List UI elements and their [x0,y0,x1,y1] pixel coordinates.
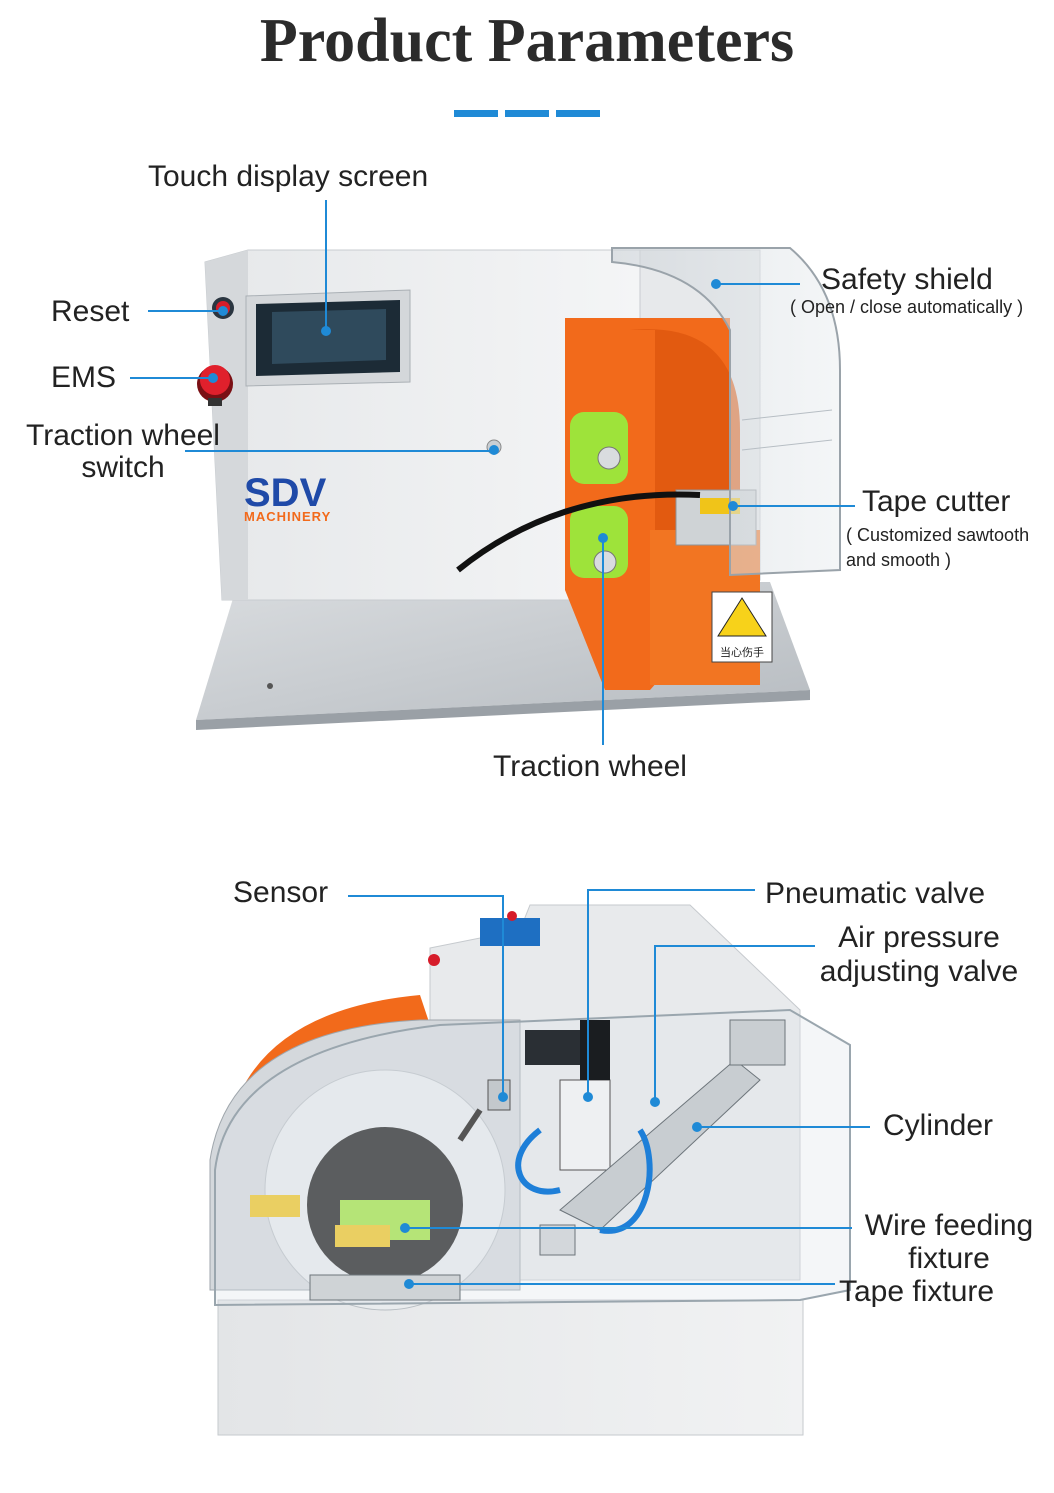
label-tape-fixture: Tape fixture [839,1275,995,1308]
label-tape-cutter: Tape cutter [862,485,1011,518]
label-tape-cutter-note-line1: ( Customized sawtooth [846,525,1030,545]
safety-shield [611,247,841,577]
title-divider-dash [505,110,549,117]
label-wire-feeding-line2: fixture [908,1242,990,1275]
cylinder-body [559,1059,761,1231]
brand-text: SDV [244,471,327,515]
title-divider-dash [454,110,498,117]
label-wire-feeding-line1: Wire feeding [864,1209,1034,1242]
label-touch-display: Touch display screen [148,160,429,193]
brand-sub-text: MACHINERY [244,509,331,524]
base-plate-edge [196,690,810,730]
page-title: Product Parameters [259,7,795,75]
wire [456,491,701,573]
label-traction-wheel: Traction wheel [493,750,687,783]
label-pneumatic-valve: Pneumatic valve [765,877,986,910]
label-safety-shield-note: ( Open / close automatically ) [790,297,1024,317]
label-air-pressure-line1: Air pressure [838,921,1000,954]
label-ems: EMS [51,361,117,394]
label-traction-switch-line1: Traction wheel [26,419,220,452]
label-tape-cutter-note-line2: and smooth ) [846,550,952,570]
acrylic-shield [214,1008,851,1307]
label-sensor: Sensor [233,876,329,909]
label-cylinder: Cylinder [883,1109,994,1142]
title-divider-dash [556,110,600,117]
front-lower-body [217,1299,804,1436]
label-air-pressure-line2: adjusting valve [819,955,1019,988]
warning-label-text: 当心伤手 [720,645,764,659]
label-safety-shield: Safety shield [821,263,993,296]
brand-logo: SDV MACHINERY [244,471,331,524]
label-reset: Reset [51,295,130,328]
label-traction-switch-line2: switch [81,451,165,484]
